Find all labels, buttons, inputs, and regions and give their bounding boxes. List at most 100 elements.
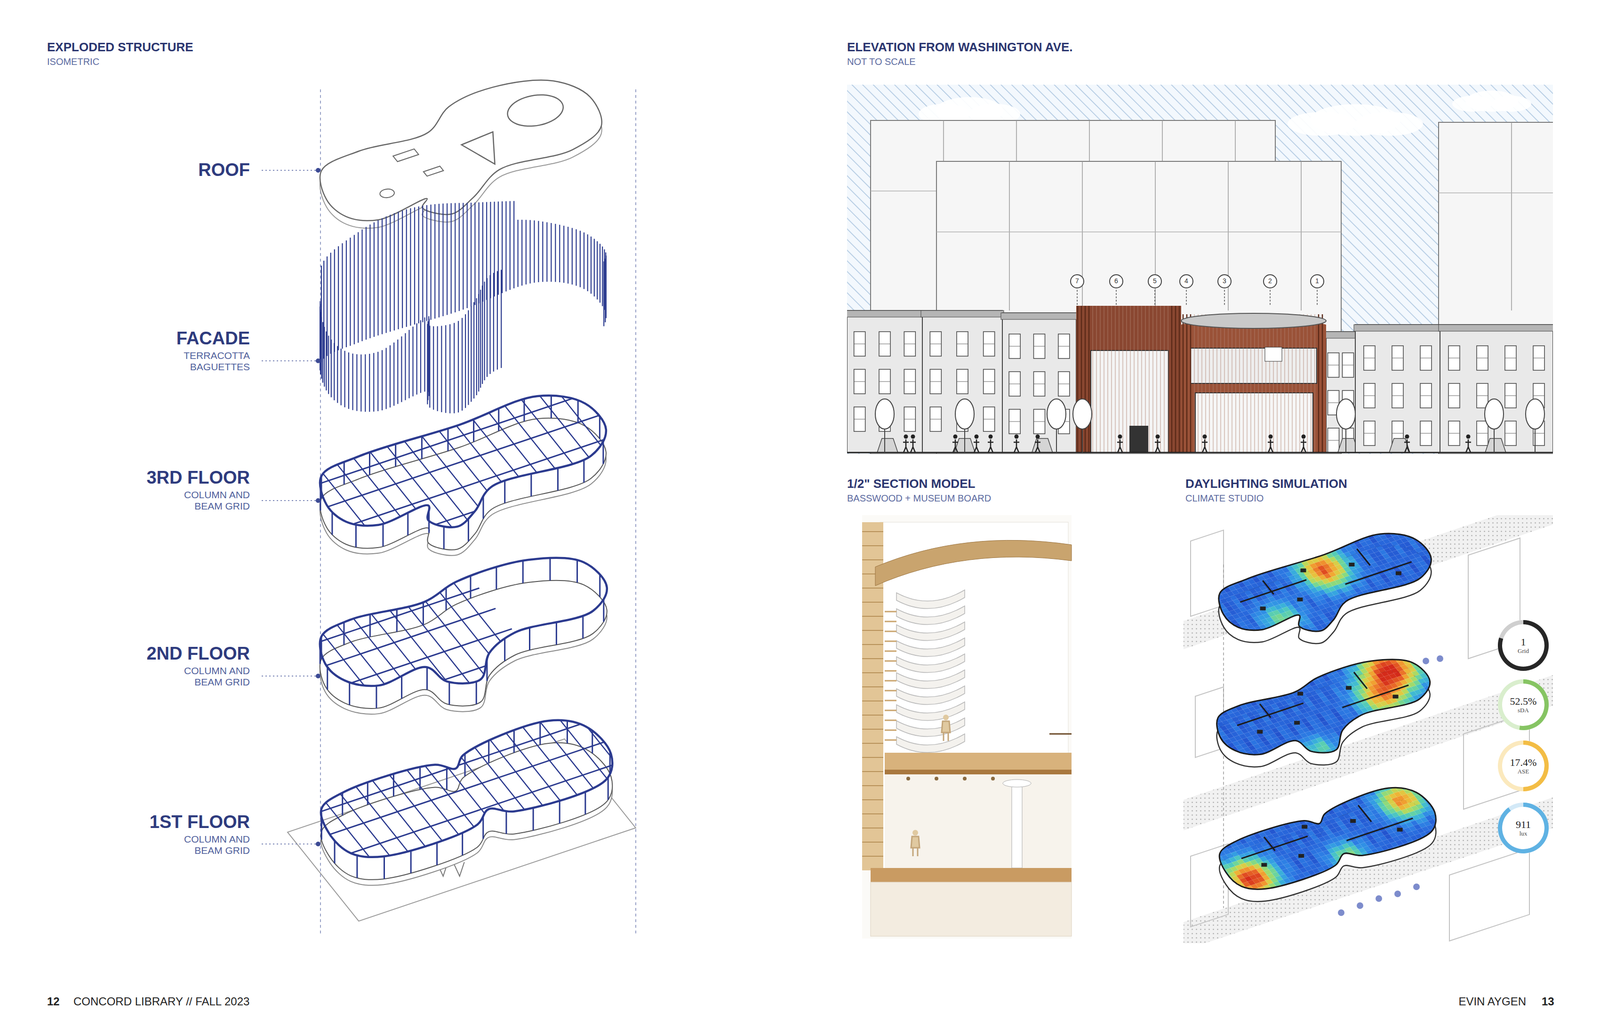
heat-cell: [1357, 630, 1366, 637]
heat-cell: [1352, 602, 1361, 608]
heat-cell: [1280, 651, 1289, 657]
heat-cell: [1368, 621, 1377, 628]
heat-cell: [1188, 702, 1197, 708]
baguette: [404, 333, 406, 400]
heat-cell: [1298, 542, 1307, 549]
baguette: [1314, 314, 1316, 453]
heat-cell: [1272, 752, 1280, 758]
heat-cell: [1274, 628, 1283, 635]
heat-cell: [1435, 589, 1444, 595]
heat-cell: [1413, 592, 1422, 598]
baguette: [476, 298, 478, 396]
heat-cell: [1399, 606, 1408, 613]
heat-cell: [1248, 769, 1257, 776]
baguette: [430, 204, 432, 320]
baguette: [381, 218, 383, 335]
window: [1033, 371, 1046, 397]
heat-cell: [1358, 532, 1367, 538]
heat-cell: [1271, 640, 1280, 646]
panel-joint: [1438, 192, 1553, 194]
heat-cell: [1298, 762, 1307, 768]
skylight: [461, 131, 496, 165]
skylight: [507, 95, 564, 127]
baguette: [1190, 314, 1192, 453]
column: [530, 473, 532, 497]
heat-cell: [1357, 615, 1366, 622]
heat-cell: [1295, 553, 1304, 560]
column: [421, 436, 423, 459]
heat-cell: [1446, 595, 1455, 601]
heat-cell: [1267, 557, 1276, 564]
window: [1448, 383, 1460, 408]
heat-cell: [1380, 598, 1389, 604]
heat-cell: [1304, 633, 1312, 640]
baguette: [496, 271, 498, 370]
heat-cell: [1375, 521, 1384, 528]
mullion: [929, 344, 942, 345]
partition: [1262, 580, 1274, 595]
heat-cell: [1209, 601, 1218, 608]
heat-cell: [1238, 695, 1247, 701]
mullion: [1392, 358, 1404, 359]
heat-cell: [1245, 687, 1254, 694]
heat-cell: [1255, 650, 1264, 656]
column: [602, 599, 605, 622]
column: [422, 602, 424, 625]
heat-cell: [1304, 760, 1312, 767]
heat-cell: [1256, 786, 1265, 793]
beam-outline: [320, 395, 607, 528]
baguette: [377, 352, 379, 412]
heat-cell: [1191, 705, 1200, 712]
heat-cell: [1232, 687, 1241, 693]
stoop: [1485, 438, 1506, 453]
window: [904, 369, 916, 394]
heat-cell: [1421, 594, 1430, 600]
heat-cell: [1272, 776, 1281, 783]
heat-cell: [1239, 631, 1248, 637]
heat-cell: [1224, 572, 1232, 579]
timber-joist: [862, 714, 884, 716]
heat-cell: [1275, 780, 1284, 786]
baguette: [1318, 314, 1320, 453]
scale-figure: [911, 836, 920, 857]
heat-cell: [1407, 515, 1416, 522]
heat-cell: [1260, 633, 1269, 640]
heat-cell: [1234, 759, 1243, 766]
baguette: [473, 302, 475, 399]
window: [1476, 345, 1488, 371]
heat-cell: [1392, 589, 1400, 595]
column: [392, 774, 395, 797]
beam: [300, 588, 480, 649]
heat-cell: [1319, 638, 1328, 644]
heat-cell: [1323, 534, 1332, 540]
heat-cell: [1284, 752, 1293, 759]
street: [1183, 797, 1553, 944]
heat-cell: [1406, 584, 1415, 591]
baguette: [458, 202, 460, 312]
heat-cell: [1372, 517, 1381, 524]
heat-cell: [1392, 613, 1401, 620]
baguette: [1077, 305, 1079, 453]
heat-cell: [1417, 590, 1426, 597]
heat-cell: [1347, 526, 1356, 532]
window: [929, 407, 942, 432]
timber-joist: [862, 672, 884, 674]
heat-cell: [1316, 541, 1325, 547]
heat-cell: [1233, 569, 1242, 576]
window: [983, 407, 995, 432]
window: [1476, 421, 1488, 446]
window: [854, 407, 866, 432]
heat-cell: [1199, 708, 1208, 714]
beam-grid: [283, 560, 537, 738]
heat-cell: [1321, 539, 1330, 546]
spiral-tread: [896, 654, 965, 673]
heat-cell: [1455, 582, 1464, 589]
heat-cell: [1279, 641, 1288, 648]
heat-cell: [1444, 561, 1453, 568]
heat-cell: [1445, 585, 1454, 592]
heat-cell: [1373, 527, 1382, 533]
baguette: [361, 229, 363, 342]
baguette: [1122, 305, 1124, 453]
tree-canopy: [875, 399, 895, 430]
heat-cell: [1242, 761, 1251, 768]
